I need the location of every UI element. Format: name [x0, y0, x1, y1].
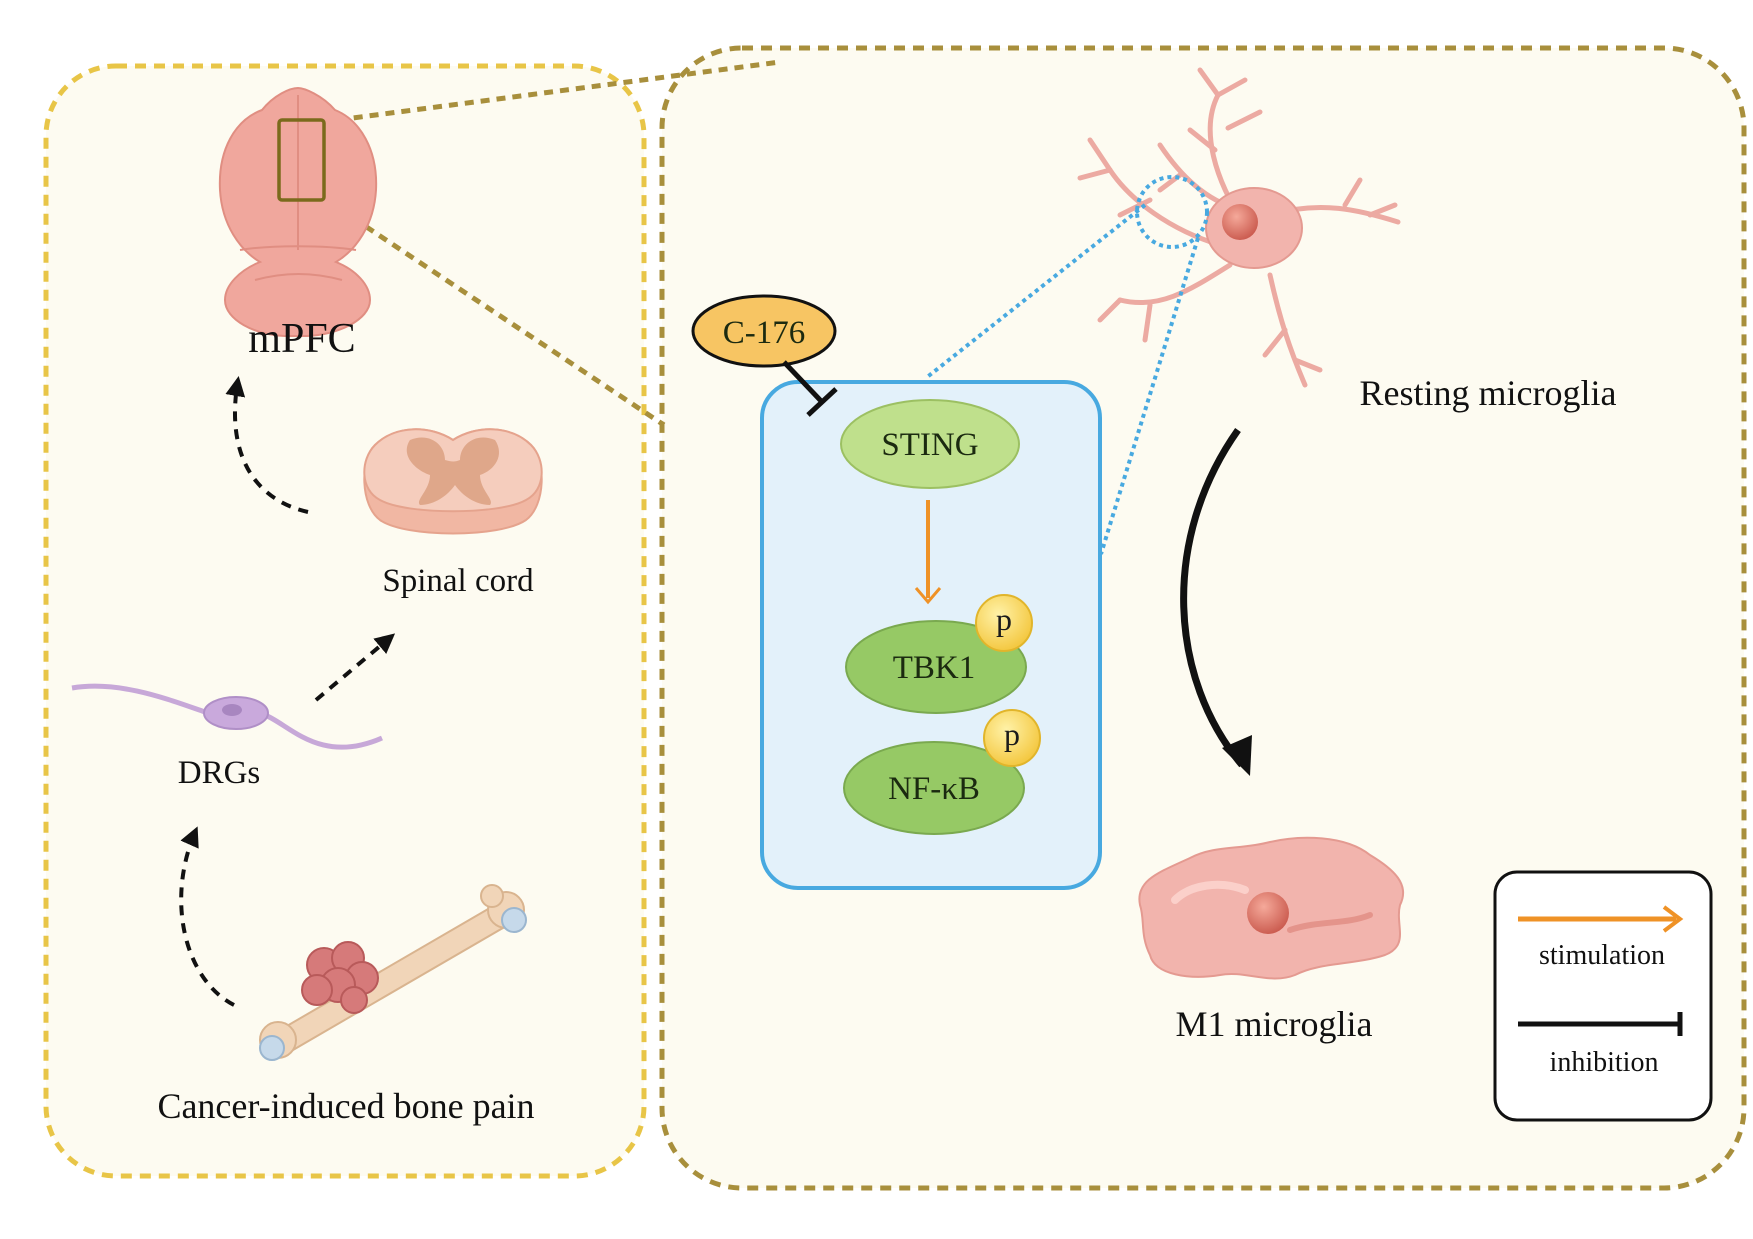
drg-label: DRGs	[178, 755, 261, 791]
sting-label: STING	[881, 427, 978, 463]
resting-microglia-label: Resting microglia	[1360, 373, 1617, 413]
spinal-cord-label: Spinal cord	[382, 563, 534, 599]
stimulation-arrow	[914, 500, 942, 605]
nfkb-node: NF-κB p	[843, 709, 1041, 835]
bone-tumor-icon	[259, 884, 527, 1061]
right-panel	[659, 45, 1747, 1191]
legend-stimulation-arrow	[1518, 905, 1684, 933]
spinal-cord-icon	[363, 428, 543, 535]
tbk1-node: TBK1 p	[845, 594, 1033, 714]
m1-microglia-label: M1 microglia	[1176, 1004, 1373, 1044]
legend-stimulation-label: stimulation	[1539, 940, 1665, 971]
right-panel-border	[659, 45, 1747, 1191]
bone-pain-label: Cancer-induced bone pain	[157, 1086, 534, 1126]
tbk1-label: TBK1	[893, 650, 976, 686]
zoom-line-top	[924, 203, 1147, 380]
brain-icon	[218, 86, 378, 337]
tbk1-phospho-label: p	[996, 601, 1012, 637]
legend-box	[1493, 870, 1713, 1122]
mpfc-highlight-box	[277, 118, 326, 202]
legend-inhibition-line	[1518, 1012, 1683, 1036]
resting-microglia-body	[1205, 187, 1303, 269]
sting-node: STING	[840, 399, 1020, 489]
tbk1-phospho-badge	[975, 594, 1033, 652]
legend: stimulation inhibition	[1493, 870, 1713, 1122]
nfkb-label: NF-κB	[888, 771, 980, 807]
tumor-icon	[301, 941, 379, 1014]
arrow-resting-to-m1	[1180, 427, 1245, 768]
zoom-line-bottom	[1099, 237, 1200, 555]
mpfc-label: mPFC	[248, 316, 355, 362]
inhibition-arrow	[782, 360, 838, 417]
nfkb-phospho-badge	[983, 709, 1041, 767]
drg-neuron-icon	[71, 683, 383, 750]
zoom-connector	[321, 59, 781, 428]
arrow-bone-to-drg	[179, 826, 235, 1007]
legend-inhibition-label: inhibition	[1550, 1047, 1659, 1078]
nfkb-phospho-label: p	[1004, 716, 1020, 752]
m1-microglia-icon	[1138, 836, 1405, 980]
arrow-spinal-to-brain	[225, 376, 309, 514]
arrow-resting-to-m1-head	[1222, 735, 1252, 776]
c176-node: C-176	[691, 294, 837, 368]
zoom-circle	[1135, 175, 1209, 249]
c176-label: C-176	[723, 315, 806, 351]
